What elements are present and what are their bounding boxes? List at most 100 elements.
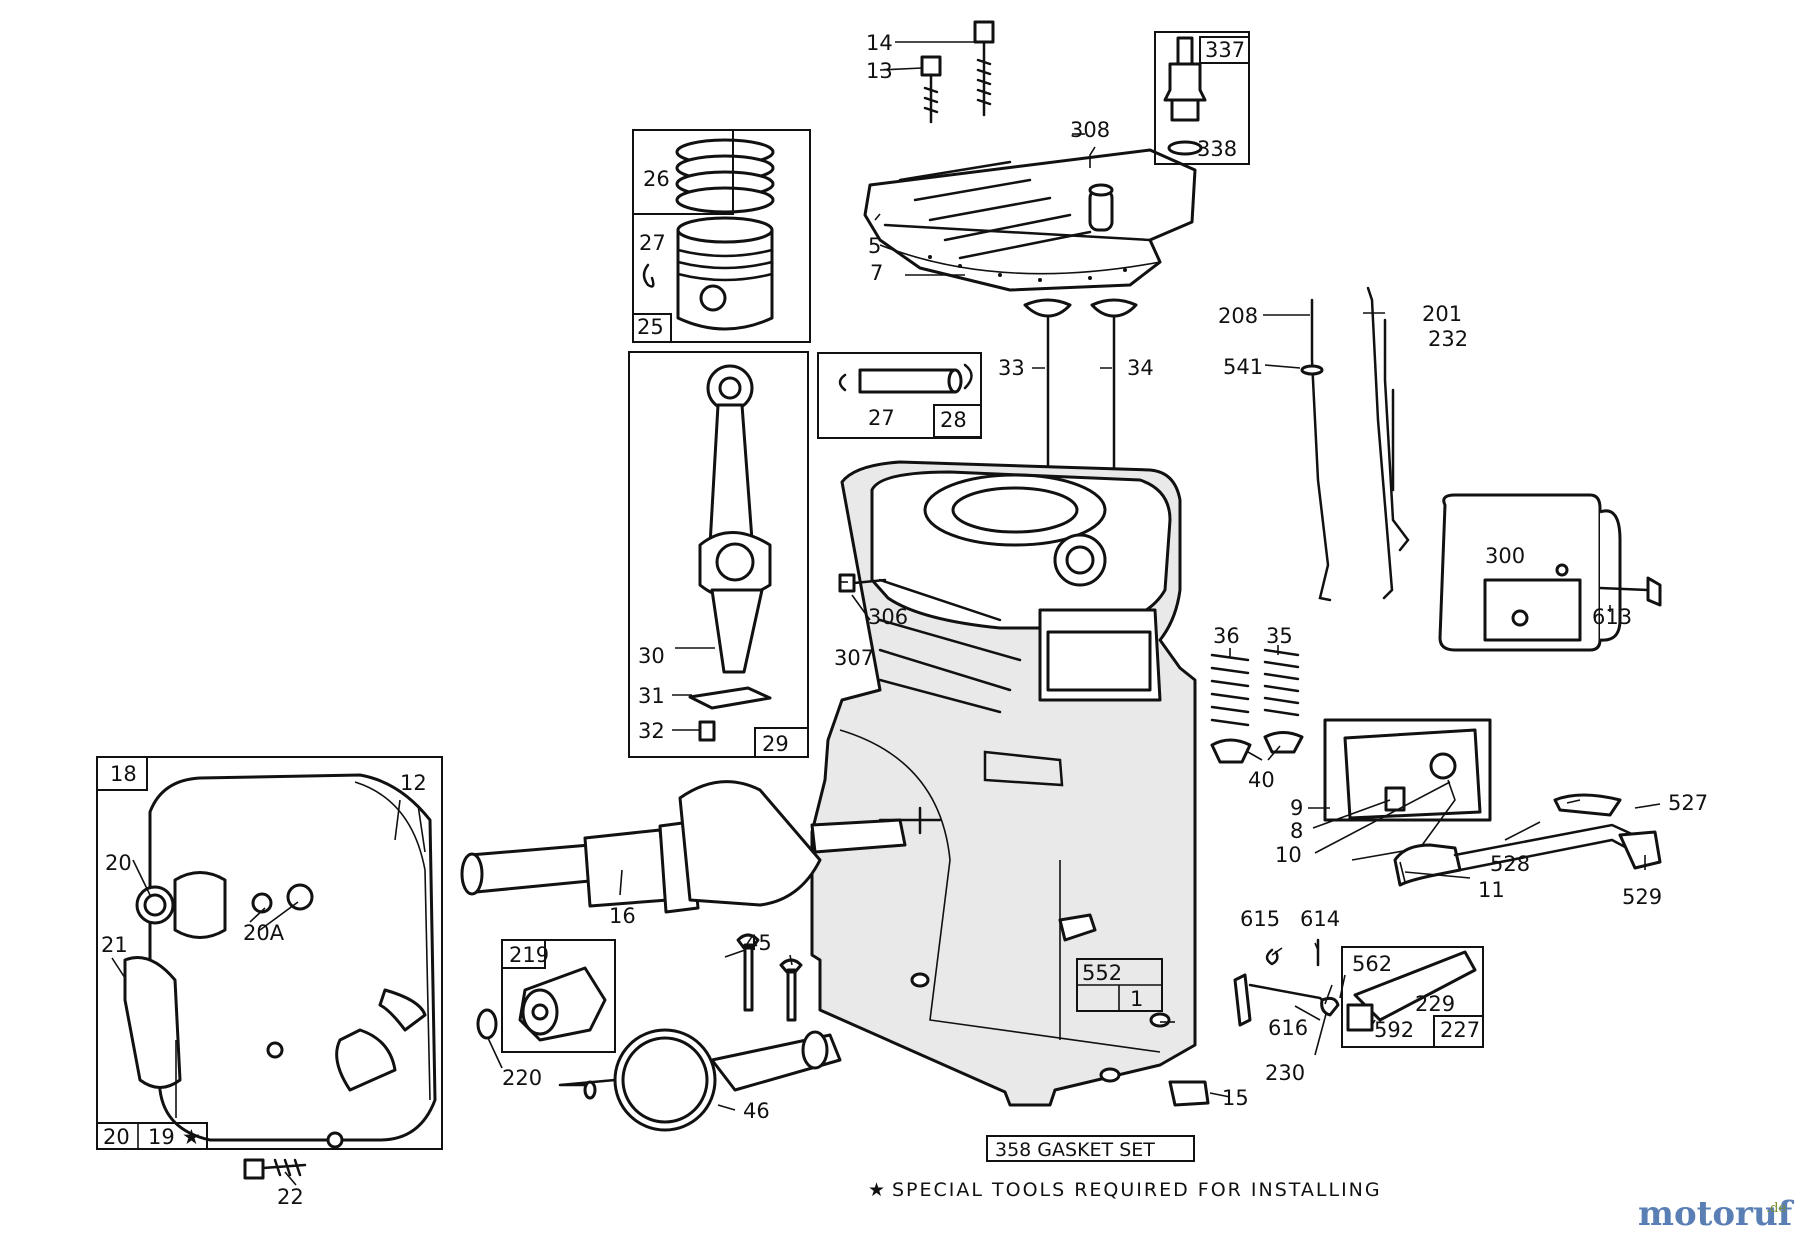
- callout-12: 12: [400, 771, 427, 795]
- callout-46: 46: [743, 1099, 770, 1123]
- callout-box-219: [501, 939, 546, 969]
- callout-33: 33: [998, 356, 1025, 380]
- callout-box-28: [933, 404, 982, 438]
- link-rods-drawing: [1300, 286, 1410, 602]
- callout-307: 307: [834, 646, 874, 670]
- callout-232: 232: [1428, 327, 1468, 351]
- callout-box-227: [1433, 1015, 1484, 1048]
- callout-1: 1: [1130, 987, 1143, 1011]
- breather-tube-drawing: [1393, 793, 1662, 887]
- callout-614: 614: [1300, 907, 1340, 931]
- callout-7: 7: [870, 261, 883, 285]
- callout-220: 220: [502, 1066, 542, 1090]
- crankcase-cover-drawing: [96, 756, 443, 1150]
- callout-box-18: [96, 756, 148, 791]
- callout-27-pin: 27: [868, 406, 895, 430]
- spark-plug-drawing: [1154, 31, 1250, 165]
- bolt-22-drawing: [243, 1158, 307, 1180]
- callout-541: 541: [1223, 355, 1263, 379]
- callout-230: 230: [1265, 1061, 1305, 1085]
- callout-616: 616: [1268, 1016, 1308, 1040]
- special-tools-note: SPECIAL TOOLS REQUIRED FOR INSTALLING: [892, 1179, 1382, 1201]
- callout-16: 16: [609, 904, 636, 928]
- callout-40: 40: [1248, 768, 1275, 792]
- callout-562: 562: [1352, 952, 1392, 976]
- callout-19: 19: [148, 1125, 175, 1149]
- gasket-set-label: 358 GASKET SET: [995, 1139, 1155, 1161]
- drain-plug-drawing: [1168, 1080, 1210, 1107]
- callout-13: 13: [866, 59, 893, 83]
- callout-21: 21: [101, 933, 128, 957]
- cylinder-block-drawing: [810, 460, 1197, 1107]
- callout-36: 36: [1213, 624, 1240, 648]
- callout-528: 528: [1490, 852, 1530, 876]
- callout-615: 615: [1240, 907, 1280, 931]
- callout-box-19-20: [96, 1122, 208, 1150]
- callout-30: 30: [638, 644, 665, 668]
- watermark-tld: .de: [1766, 1201, 1786, 1216]
- callout-201: 201: [1422, 302, 1462, 326]
- blower-cover-drawing: [1438, 493, 1662, 652]
- callout-box-29: [754, 727, 809, 758]
- piston-drawing: [632, 129, 811, 343]
- callout-8: 8: [1290, 819, 1303, 843]
- callout-300: 300: [1485, 544, 1525, 568]
- callout-20A: 20A: [243, 921, 285, 945]
- callout-box-26: [632, 129, 734, 215]
- callout-306: 306: [868, 605, 908, 629]
- callout-227: 227: [1440, 1018, 1480, 1042]
- block-bolt-307-drawing: [838, 573, 887, 593]
- gasket-set-box: [986, 1135, 1195, 1162]
- callout-box-337: [1199, 36, 1250, 64]
- callout-552: 552: [1082, 961, 1122, 985]
- callout-26: 26: [643, 167, 670, 191]
- note-star-symbol: ★: [868, 1179, 885, 1201]
- callout-20-seal: 20: [105, 851, 132, 875]
- callout-308: 308: [1070, 118, 1110, 142]
- watermark-logo: motoruf .de: [1638, 1194, 1795, 1234]
- callout-leader-lines: [111, 41, 1661, 1186]
- cylinder-head-drawing: [863, 148, 1197, 292]
- callout-29: 29: [762, 732, 789, 756]
- callout-9: 9: [1290, 796, 1303, 820]
- callout-14: 14: [866, 31, 893, 55]
- callout-35: 35: [1266, 624, 1293, 648]
- callout-529: 529: [1622, 885, 1662, 909]
- callout-10: 10: [1275, 843, 1302, 867]
- callout-337: 337: [1205, 38, 1245, 62]
- callout-527: 527: [1668, 791, 1708, 815]
- callout-229: 229: [1415, 992, 1455, 1016]
- breather-drawing: [1323, 718, 1492, 861]
- callout-31: 31: [638, 684, 665, 708]
- callout-592: 592: [1374, 1018, 1414, 1042]
- callout-32: 32: [638, 719, 665, 743]
- valves-drawing: [1023, 298, 1138, 482]
- callout-15: 15: [1222, 1086, 1249, 1110]
- governor-shaft-drawing: [1233, 938, 1340, 1027]
- callout-613: 613: [1592, 605, 1632, 629]
- connecting-rod-drawing: [628, 351, 809, 758]
- crankshaft-drawing: [460, 780, 942, 914]
- callout-25: 25: [637, 315, 664, 339]
- callout-219: 219: [509, 943, 549, 967]
- callout-20-cover: 20: [103, 1125, 130, 1149]
- callout-22: 22: [277, 1185, 304, 1209]
- callout-5: 5: [868, 234, 881, 258]
- camshaft-drawing: [558, 933, 842, 1132]
- callout-338: 338: [1197, 137, 1237, 161]
- watermark-brand: motoruf: [1638, 1194, 1795, 1234]
- valve-springs-drawing: [1210, 648, 1304, 764]
- governor-lever-drawing: [1341, 946, 1484, 1048]
- wrist-pin-drawing: [817, 352, 982, 439]
- callout-box-25: [632, 313, 672, 343]
- callout-18: 18: [110, 762, 137, 786]
- callout-27-piston: 27: [639, 231, 666, 255]
- callout-45: 45: [745, 931, 772, 955]
- callout-208: 208: [1218, 304, 1258, 328]
- callout-34: 34: [1127, 356, 1154, 380]
- callout-28: 28: [940, 408, 967, 432]
- callout-11: 11: [1478, 878, 1505, 902]
- callout-labels: 14 13 337 338 308 5 7 26 27 25 208 201 2…: [96, 31, 1708, 1209]
- head-bolts-drawing: [920, 20, 995, 124]
